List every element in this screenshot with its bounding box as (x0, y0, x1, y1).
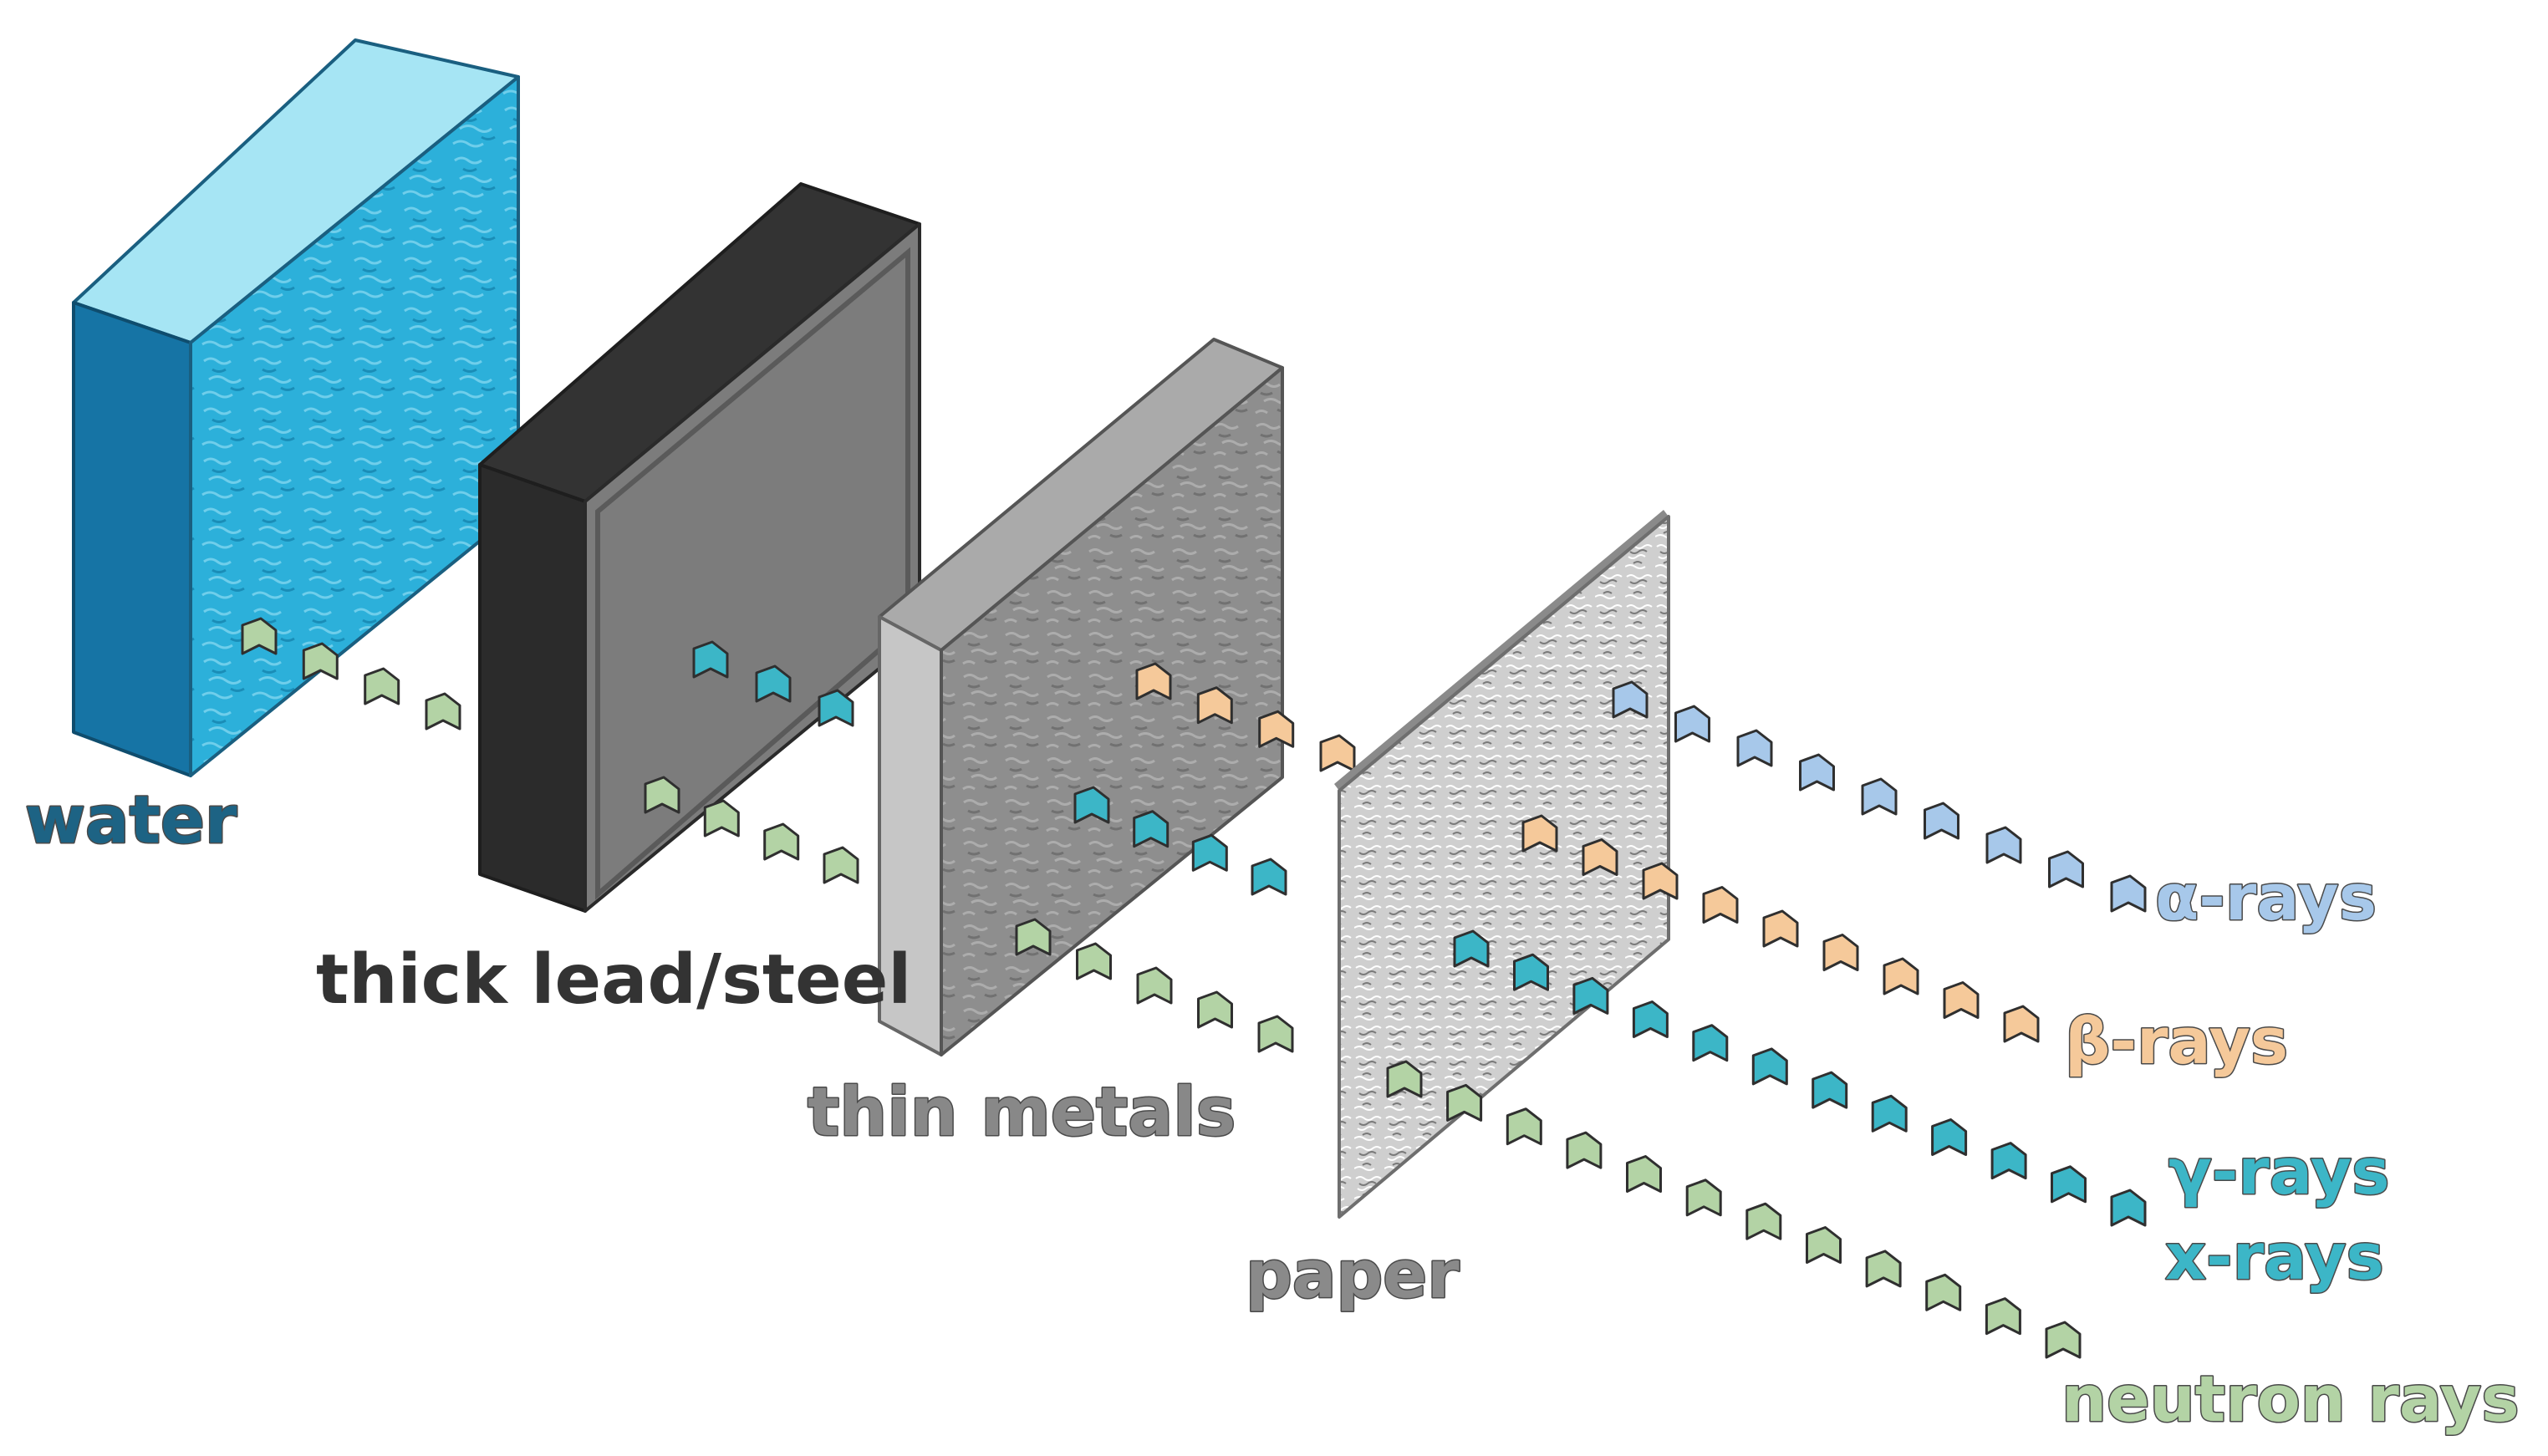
gamma-particle-arrow-icon (1191, 833, 1228, 872)
gamma-particle-arrow-icon (1871, 1094, 1908, 1133)
neutron-particle-arrow-icon (1745, 1202, 1782, 1240)
gamma-particle-arrow-icon (1751, 1047, 1788, 1086)
neutron-particle-arrow-icon (1685, 1179, 1722, 1217)
neutron-particle-arrow-icon (1076, 942, 1112, 980)
alpha-particle-arrow-icon (2110, 874, 2147, 913)
alpha-particle-arrow-icon (1799, 753, 1835, 792)
gamma-particle-arrow-icon (1632, 1000, 1669, 1038)
gamma-particle-arrow-icon (1572, 976, 1609, 1015)
neutron-particle-arrow-icon (1136, 966, 1173, 1005)
neutron-particle-arrow-icon (703, 799, 740, 837)
beta-particle-arrow-icon (1582, 838, 1618, 876)
water-slab (72, 38, 520, 777)
beta-particle-arrow-icon (1762, 909, 1799, 948)
gamma-particle-arrow-icon (1073, 786, 1110, 824)
neutron-particle-arrow-icon (823, 846, 859, 884)
beta-particle-arrow-icon (1521, 814, 1558, 853)
alpha-particle-arrow-icon (1861, 777, 1898, 816)
neutron-particle-arrow-icon (1015, 918, 1052, 956)
gamma-particle-arrow-icon (1251, 858, 1287, 896)
lead-slab-side (478, 463, 587, 913)
label-paper: paper (1246, 1238, 1460, 1313)
gamma-particle-arrow-icon (2110, 1189, 2147, 1227)
gamma-particle-arrow-icon (1990, 1142, 2027, 1180)
neutron-particle-arrow-icon (1626, 1155, 1662, 1193)
label-water: water (25, 783, 237, 858)
paper-sheet-edge (1334, 510, 1669, 791)
neutron-particle-arrow-icon (1446, 1083, 1483, 1122)
metal-slab-front (940, 366, 1284, 1056)
alpha-particle-arrow-icon (2048, 850, 2084, 888)
gamma-particle-arrow-icon (755, 664, 792, 703)
label-neutron-rays: neutron rays (2061, 1362, 2520, 1436)
gamma-particle-arrow-icon (692, 640, 729, 679)
gamma-particle-arrow-icon (1812, 1071, 1848, 1109)
gamma-particle-arrow-icon (1133, 810, 1170, 848)
neutron-particle-arrow-icon (302, 642, 339, 680)
neutron-particle-arrow-icon (763, 822, 800, 861)
neutron-particle-arrow-icon (241, 617, 278, 655)
alpha-particle-arrow-icon (1612, 680, 1649, 719)
neutron-particle-arrow-icon (644, 776, 680, 814)
paper-sheet-front (1338, 515, 1670, 1219)
label-beta-rays: β-rays (2065, 1004, 2288, 1078)
alpha-particle-arrow-icon (1985, 826, 2022, 864)
neutron-particle-arrow-icon (1197, 990, 1233, 1029)
gamma-particle-arrow-icon (818, 689, 854, 727)
neutron-particle-arrow-icon (1985, 1297, 2021, 1336)
gamma-particle-arrow-icon (1453, 929, 1490, 968)
neutron-particle-arrow-icon (1566, 1131, 1603, 1169)
neutron-particle-arrow-icon (1257, 1015, 1294, 1053)
alpha-particle-arrow-icon (1924, 802, 1959, 840)
metal-slab (878, 338, 1284, 1056)
water-slab-side (72, 301, 192, 777)
beta-particle-arrow-icon (1702, 886, 1739, 924)
alpha-particle-arrow-icon (1736, 729, 1773, 767)
alpha-particle-arrow-icon (1674, 705, 1710, 743)
label-thick-lead-steel: thick lead/steel (316, 940, 911, 1020)
lead-slab (478, 182, 921, 913)
label-gamma-rays: γ-rays (2168, 1134, 2390, 1209)
neutron-particle-arrow-icon (1386, 1060, 1423, 1098)
beta-particle-arrow-icon (1135, 662, 1172, 700)
beta-particle-arrow-icon (1883, 957, 1919, 995)
paper-sheet (1334, 510, 1670, 1219)
neutron-particle-arrow-icon (1865, 1250, 1902, 1288)
label-thin-metals: thin metals (808, 1073, 1236, 1151)
beta-particle-arrow-icon (1822, 934, 1859, 971)
gamma-particle-arrow-icon (1931, 1118, 1968, 1156)
neutron-particle-arrow-icon (2045, 1321, 2082, 1359)
label-x-rays: x-rays (2165, 1219, 2384, 1294)
beta-particle-arrow-icon (1258, 710, 1295, 748)
neutron-particle-arrow-icon (364, 667, 400, 705)
beta-particle-arrow-icon (1642, 862, 1679, 900)
gamma-particle-arrow-icon (2051, 1165, 2087, 1204)
beta-particle-arrow-icon (1319, 734, 1356, 772)
neutron-particle-arrow-icon (1806, 1226, 1842, 1264)
gamma-particle-arrow-icon (1513, 953, 1549, 991)
neutron-particle-arrow-icon (425, 692, 461, 731)
neutron-particle-arrow-icon (1506, 1107, 1542, 1146)
neutron-particle-arrow-icon (1925, 1273, 1962, 1311)
beta-particle-arrow-icon (1196, 686, 1233, 725)
beta-particle-arrow-icon (2003, 1005, 2040, 1043)
beta-particle-arrow-icon (1943, 981, 1980, 1019)
label-alpha-rays: α-rays (2155, 860, 2377, 934)
gamma-particle-arrow-icon (1692, 1024, 1729, 1062)
